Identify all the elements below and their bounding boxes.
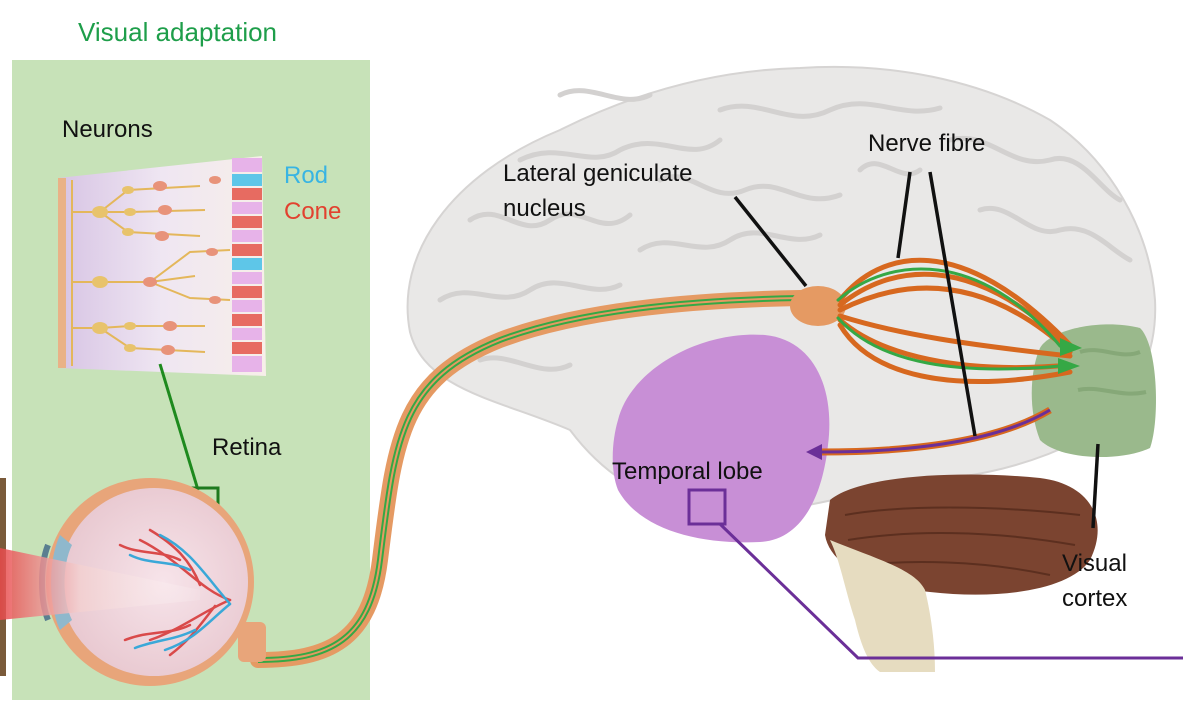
light-beam <box>0 548 200 620</box>
visual-cortex-label-line2: cortex <box>1062 585 1128 612</box>
cerebellum <box>825 474 1098 595</box>
feedback-pathway <box>806 406 1052 460</box>
neuron-layer-illustration <box>58 156 266 376</box>
nerve-fibre-label: Nerve fibre <box>868 130 986 157</box>
lgn-label-line2: nucleus <box>503 195 586 222</box>
eyeball-icon <box>0 478 266 686</box>
retina-callout-line <box>158 363 200 491</box>
temporal-callout-box <box>687 488 727 526</box>
rod-label: Rod <box>284 162 329 189</box>
cone-label: Cone <box>284 198 342 225</box>
nerve-fibres <box>836 257 1082 384</box>
lgn-label-line1: Lateral geniculate <box>503 160 693 187</box>
brainstem <box>830 540 935 672</box>
lgn-body <box>790 286 846 326</box>
visual-cortex-label-line1: Visual <box>1062 550 1127 577</box>
temporal-callout-line <box>718 522 1183 660</box>
diagram-title: Visual adaptation <box>78 17 278 47</box>
leader-lines <box>733 171 1100 529</box>
neurons-label: Neurons <box>62 116 153 143</box>
brain <box>406 65 1157 672</box>
retina-label: Retina <box>212 434 282 461</box>
optic-pathway <box>250 286 846 668</box>
temporal-lobe <box>612 334 830 543</box>
temporal-lobe-label: Temporal lobe <box>612 458 763 485</box>
